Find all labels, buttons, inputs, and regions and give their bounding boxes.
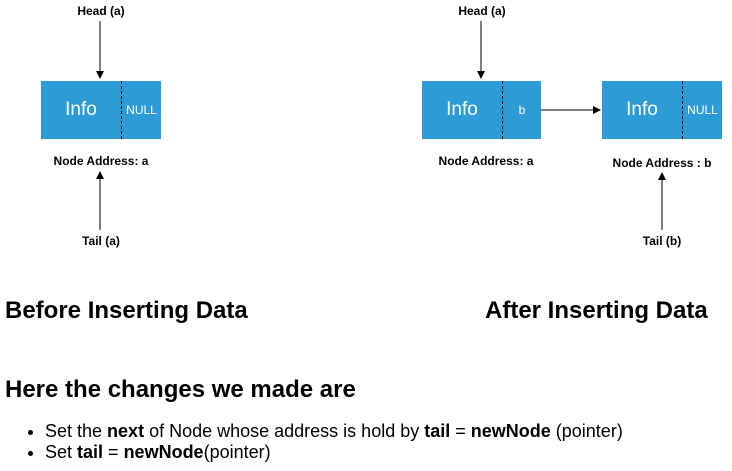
after-node-a: Info b (422, 81, 541, 139)
list-item: Set tail = newNode(pointer) (45, 442, 623, 463)
list-item-text: = (103, 442, 124, 462)
before-node: Info NULL (41, 81, 161, 139)
list-item-bold: newNode (470, 421, 551, 441)
changes-list: Set the next of Node whose address is ho… (25, 421, 623, 463)
after-caption: After Inserting Data (485, 297, 708, 324)
after-node-a-next: b (502, 81, 541, 139)
after-node-b: Info NULL (602, 81, 722, 139)
before-head-label: Head (a) (77, 4, 125, 18)
after-node-b-next: NULL (682, 81, 722, 139)
list-item-bold: next (107, 421, 145, 441)
list-item: Set the next of Node whose address is ho… (45, 421, 623, 442)
list-item-text: Set the (45, 421, 108, 441)
list-item-text: Set (45, 442, 78, 462)
list-item-bold: tail (77, 442, 104, 462)
after-node-b-info: Info (626, 99, 658, 120)
after-tail-label: Tail (b) (642, 234, 682, 248)
list-item-text: of Node whose address is hold by (144, 421, 425, 441)
before-node-info: Info (65, 99, 97, 120)
after-head-label: Head (a) (458, 4, 506, 18)
before-tail-label: Tail (a) (82, 234, 120, 248)
list-item-text: (pointer) (550, 421, 623, 441)
after-node-a-info: Info (446, 99, 478, 120)
list-item-bold: newNode (123, 442, 204, 462)
before-node-next: NULL (121, 81, 161, 139)
changes-title: Here the changes we made are (5, 376, 356, 403)
before-caption: Before Inserting Data (5, 297, 248, 324)
list-item-bold: tail (424, 421, 451, 441)
linked-list-diagram (96, 21, 666, 230)
after-node-b-address: Node Address : b (612, 156, 712, 170)
after-node-a-address: Node Address: a (438, 154, 534, 168)
list-item-text: = (450, 421, 471, 441)
before-node-address: Node Address: a (53, 154, 149, 168)
list-item-text: (pointer) (203, 442, 271, 462)
